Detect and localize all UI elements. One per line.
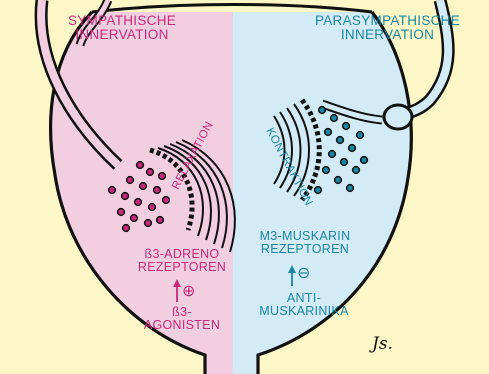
parasympathetic-header-line1: PARASYMPATHISCHE	[300, 14, 475, 28]
b3-receptor-label: ß3-ADRENO REZEPTOREN	[132, 248, 232, 274]
m3-receptor-line2: REZEPTOREN	[250, 243, 360, 256]
antimuscarinic-minus-icon: ⊖	[297, 266, 310, 283]
antimuscarinics-label: ANTI- MUSKARINIKA	[254, 292, 354, 318]
b3-receptor-line2: REZEPTOREN	[132, 261, 232, 274]
parasympathetic-header-line2: INNERVATION	[300, 28, 475, 42]
antimuscarinics-line2: MUSKARINIKA	[254, 305, 354, 318]
bladder-top-edge	[92, 5, 372, 13]
agonist-plus-icon: ⊕	[182, 284, 195, 301]
m3-receptor-label: M3-MUSKARIN REZEPTOREN	[250, 230, 360, 256]
sympathetic-header: SYMPATHISCHE INNERVATION	[52, 14, 192, 42]
b3-agonists-line2: AGONISTEN	[142, 319, 222, 332]
b3-agonists-label: ß3- AGONISTEN	[142, 306, 222, 332]
sympathetic-header-line2: INNERVATION	[52, 28, 192, 42]
artist-signature: Js.	[372, 336, 393, 354]
sympathetic-header-line1: SYMPATHISCHE	[52, 14, 192, 28]
parasympathetic-header: PARASYMPATHISCHE INNERVATION	[300, 14, 475, 42]
